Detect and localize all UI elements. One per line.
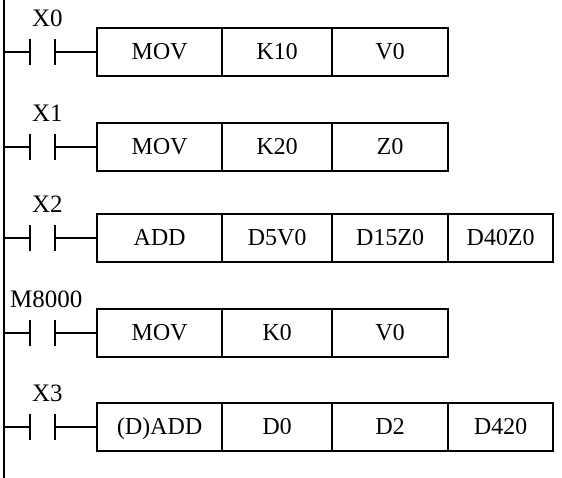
contact-label: X1 xyxy=(32,100,63,127)
instruction-opcode: (D)ADD xyxy=(116,414,203,440)
instruction-operand: Z0 xyxy=(376,134,404,160)
instruction-operand: D40Z0 xyxy=(466,225,535,251)
contact-label: X0 xyxy=(32,5,63,32)
instruction-operand: D420 xyxy=(473,414,528,440)
instruction-operand: D15Z0 xyxy=(356,225,424,251)
instruction-box xyxy=(96,122,449,172)
instruction-operand: D2 xyxy=(375,414,405,440)
instruction-opcode: ADD xyxy=(133,225,186,251)
contact-label: X3 xyxy=(32,380,63,407)
instruction-box xyxy=(96,308,449,358)
instruction-opcode: MOV xyxy=(131,134,188,160)
instruction-box xyxy=(96,213,554,263)
contact-label: M8000 xyxy=(10,286,83,313)
instruction-operand: K10 xyxy=(256,39,298,65)
instruction-operand: D5V0 xyxy=(247,225,307,251)
instruction-opcode: MOV xyxy=(131,320,188,346)
instruction-opcode: MOV xyxy=(131,39,188,65)
instruction-operand: K0 xyxy=(262,320,292,346)
instruction-operand: V0 xyxy=(375,320,405,346)
instruction-operand: D0 xyxy=(262,414,292,440)
instruction-box xyxy=(96,402,554,452)
instruction-operand: V0 xyxy=(375,39,405,65)
contact-label: X2 xyxy=(32,191,63,218)
instruction-operand: K20 xyxy=(256,134,298,160)
instruction-box xyxy=(96,27,449,77)
